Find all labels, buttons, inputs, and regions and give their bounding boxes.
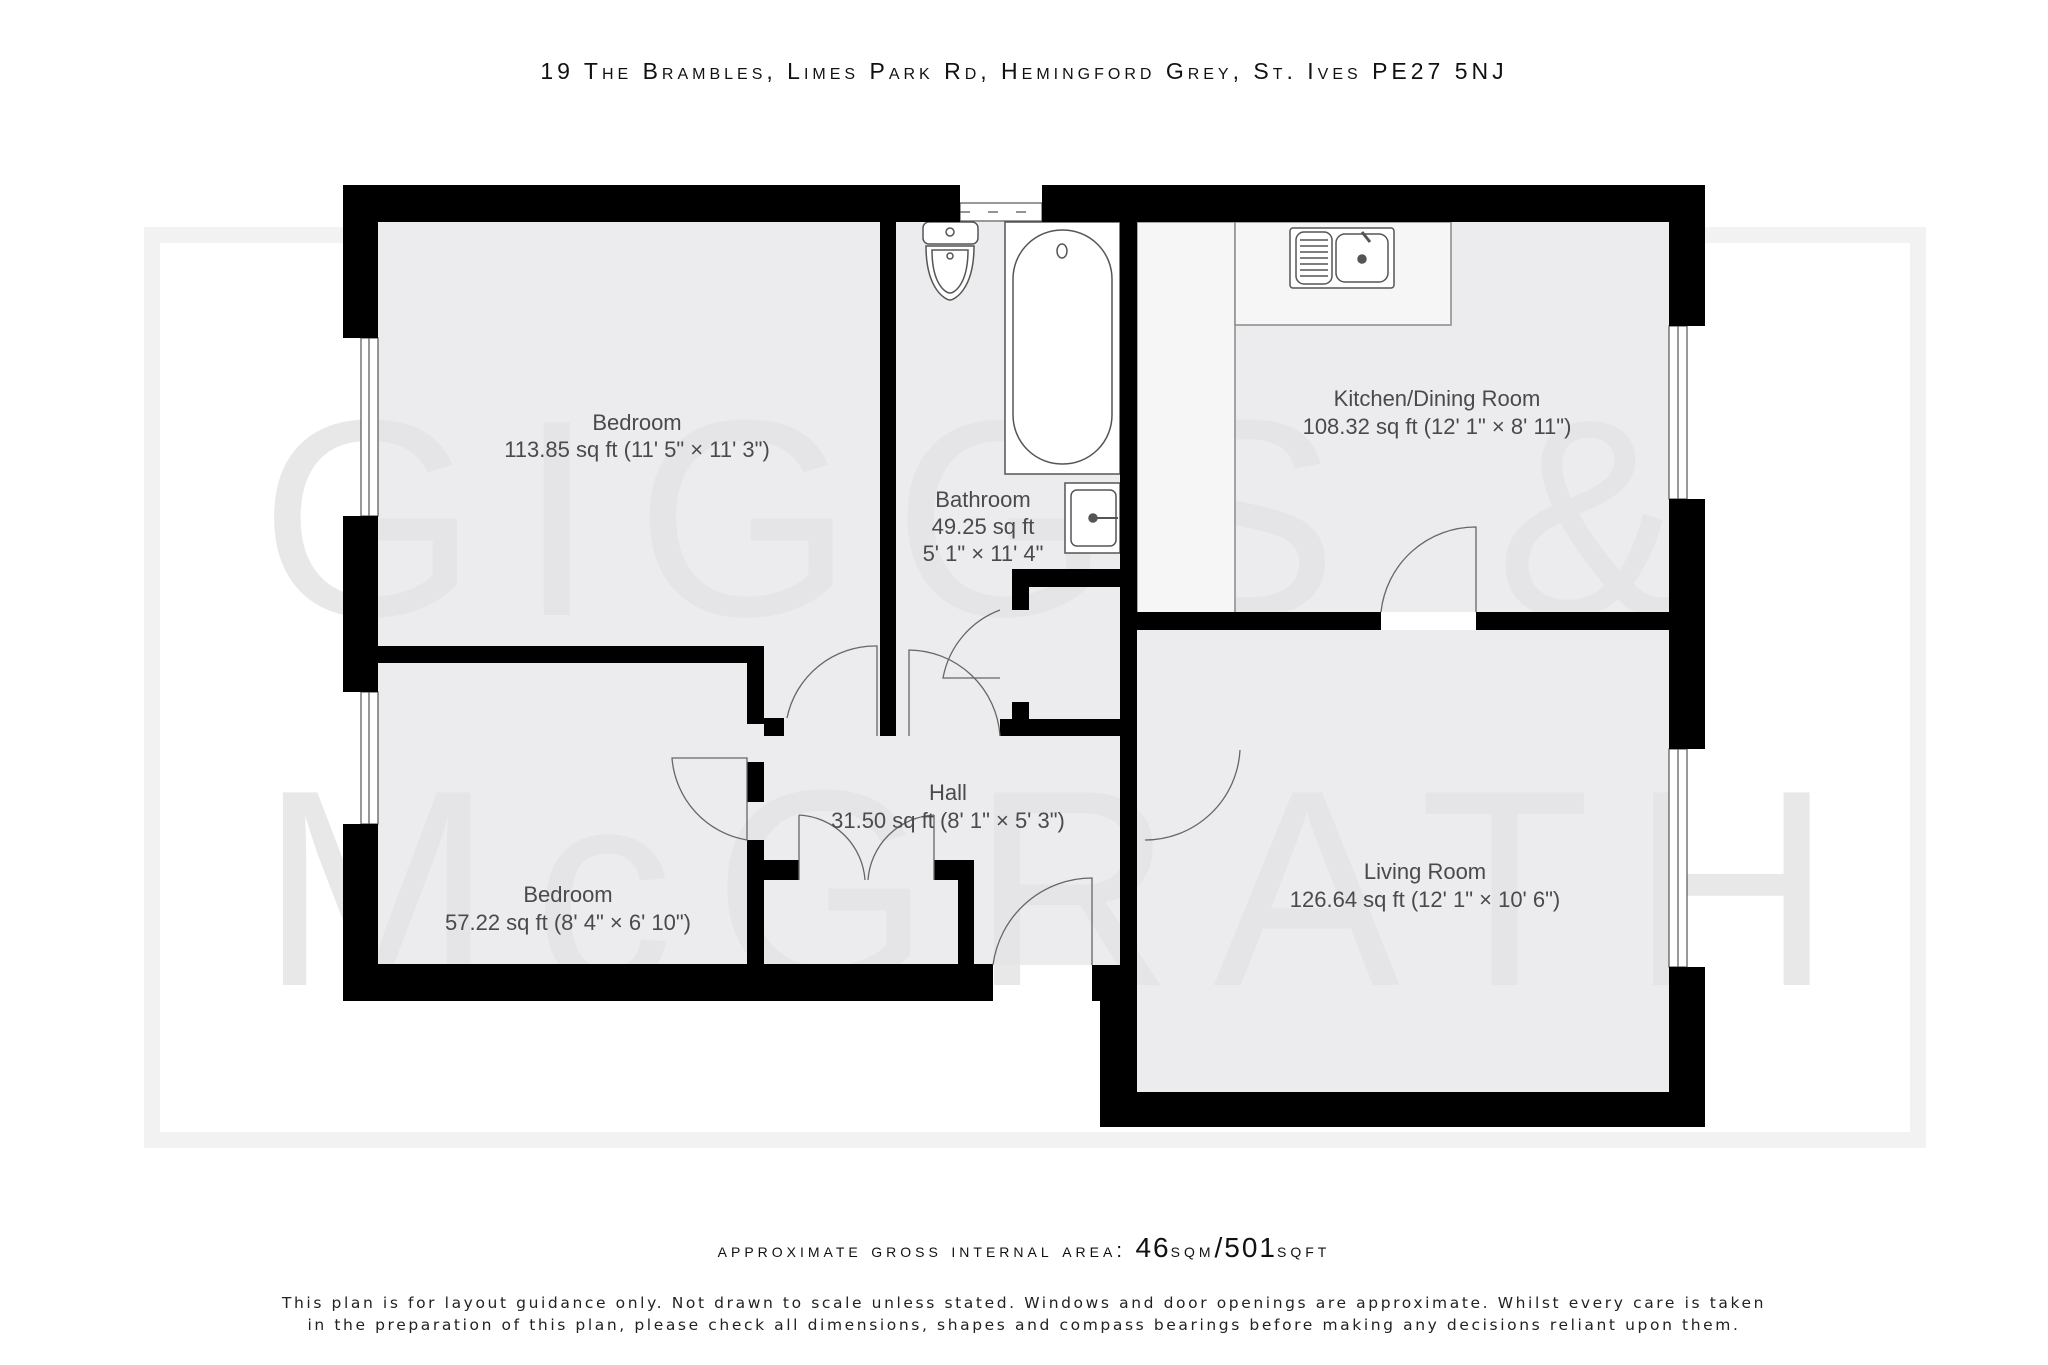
bathtub-icon bbox=[1004, 221, 1121, 475]
bedroom-1-floor bbox=[378, 222, 880, 646]
door-cupboard bbox=[798, 814, 935, 881]
area-sqft-value: 501 bbox=[1224, 1232, 1277, 1263]
area-label: approximate gross internal area: bbox=[717, 1240, 1126, 1262]
watermark: GIGGS & McGRATH bbox=[260, 363, 1832, 1045]
window-bathroom-top bbox=[959, 202, 1043, 222]
bedroom-2-area: 57.22 sq ft (8' 4" × 6' 10") bbox=[445, 910, 691, 935]
window-bedroom1-left bbox=[360, 337, 379, 517]
hall-area: 31.50 sq ft (8' 1" × 5' 3") bbox=[831, 808, 1065, 833]
gross-internal-area: approximate gross internal area: 46sqm/5… bbox=[0, 1232, 2048, 1264]
doors bbox=[671, 526, 1477, 966]
window-living-right bbox=[1668, 748, 1688, 968]
kitchen-sink-icon bbox=[1289, 227, 1395, 289]
windows bbox=[360, 202, 1688, 968]
door-bedroom2 bbox=[671, 757, 748, 841]
bedroom-1-name: Bedroom bbox=[592, 410, 681, 435]
disclaimer: This plan is for layout guidance only. N… bbox=[0, 1292, 2048, 1336]
living-room-area: 126.64 sq ft (12' 1" × 10' 6") bbox=[1290, 887, 1560, 912]
basin-icon bbox=[1064, 482, 1121, 554]
disclaimer-line-1: This plan is for layout guidance only. N… bbox=[281, 1294, 1767, 1312]
kitchen-name: Kitchen/Dining Room bbox=[1334, 386, 1541, 411]
window-kitchen-right bbox=[1668, 325, 1688, 500]
room-labels: Bedroom 113.85 sq ft (11' 5" × 11' 3") B… bbox=[445, 386, 1571, 935]
door-bedroom1 bbox=[786, 645, 878, 736]
door-closet bbox=[942, 609, 1001, 679]
door-front bbox=[992, 877, 1093, 966]
bathroom-name: Bathroom bbox=[935, 487, 1030, 512]
area-sqm-value: 46 bbox=[1135, 1232, 1171, 1263]
bedroom-2-name: Bedroom bbox=[523, 882, 612, 907]
walls bbox=[343, 185, 1705, 1127]
bathroom-area: 49.25 sq ft bbox=[932, 514, 1035, 539]
area-sqm-unit: sqm bbox=[1170, 1240, 1215, 1262]
disclaimer-line-2: in the preparation of this plan, please … bbox=[307, 1316, 1741, 1334]
hall-floor bbox=[764, 736, 1120, 965]
door-hall-right bbox=[1144, 749, 1241, 841]
kitchen-area: 108.32 sq ft (12' 1" × 8' 11") bbox=[1303, 414, 1572, 439]
area-sqft-unit: sqft bbox=[1277, 1240, 1331, 1262]
svg-text:GIGGS &: GIGGS & bbox=[260, 363, 1722, 675]
door-bathroom bbox=[908, 649, 1001, 737]
bedroom-2-floor bbox=[378, 663, 764, 964]
area-separator: / bbox=[1214, 1232, 1225, 1263]
door-kitchen bbox=[1380, 526, 1477, 613]
bathroom-dimensions: 5' 1" × 11' 4" bbox=[923, 541, 1044, 566]
property-address: 19 The Brambles, Limes Park Rd, Hemingfo… bbox=[540, 58, 1508, 84]
bedroom-1-area: 113.85 sq ft (11' 5" × 11' 3") bbox=[504, 437, 770, 462]
living-room-name: Living Room bbox=[1364, 859, 1486, 884]
hall-name: Hall bbox=[929, 780, 967, 805]
window-bedroom2-left bbox=[360, 691, 379, 825]
living-floor bbox=[1137, 630, 1669, 1092]
toilet-icon bbox=[922, 221, 979, 301]
